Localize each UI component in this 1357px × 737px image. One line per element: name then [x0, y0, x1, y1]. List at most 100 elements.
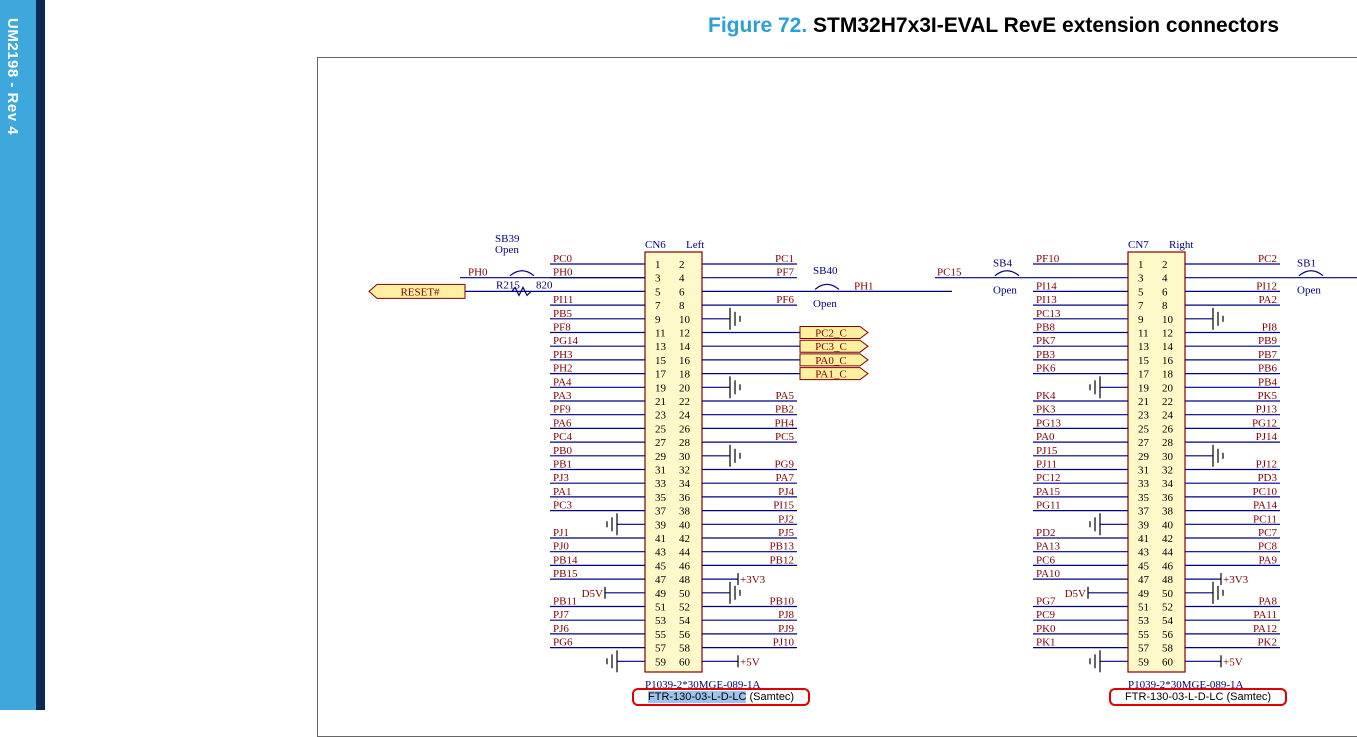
cn7-signal-label: PA10	[1036, 568, 1061, 580]
cn6-pin-number: 28	[679, 437, 691, 449]
cn6-signal-label: PB13	[770, 541, 795, 553]
cn7-pin-number: 48	[1162, 574, 1174, 586]
figure-title: Figure 72. STM32H7x3I-EVAL RevE extensio…	[708, 14, 1279, 38]
cn7-pin-number: 8	[1162, 300, 1168, 312]
cn7-pin-number: 20	[1162, 382, 1174, 394]
cn7-signal-label: PC11	[1253, 513, 1277, 525]
cn7-pin-number: 19	[1138, 382, 1150, 394]
analog-3-flag	[799, 367, 869, 381]
cn7-signal-label: PC12	[1036, 472, 1060, 484]
cn6-pin-number: 20	[679, 382, 691, 394]
cn7-signal-label: PI13	[1036, 294, 1057, 306]
cn7-signal-label: PB9	[1258, 335, 1277, 347]
cn6-pin-number: 48	[679, 574, 691, 586]
cn7-pin-number: 57	[1138, 643, 1150, 655]
cn6-pin-number: 46	[679, 560, 691, 572]
cn7-pin-number: 13	[1138, 341, 1150, 353]
cn6-pin-number: 16	[679, 355, 691, 367]
analog-2-label: PA0_C	[815, 355, 846, 367]
cn6-pin-number: 4	[679, 273, 685, 285]
cn7-3v3-label: +3V3	[1223, 574, 1249, 586]
cn6-ph0-label: PH0	[468, 267, 488, 279]
cn6-signal-label: PJ6	[553, 623, 569, 635]
cn7-signal-label: PG7	[1036, 596, 1056, 608]
analog-1-flag	[799, 339, 869, 353]
cn6-pin-number: 43	[655, 547, 667, 559]
cn6-signal-label: PJ4	[778, 486, 794, 498]
cn7-ref: CN7	[1128, 239, 1149, 251]
cn7-5v-label: +5V	[1223, 656, 1243, 668]
cn7-pin-number: 17	[1138, 369, 1150, 381]
cn6-pin-number: 33	[655, 478, 667, 490]
sb39-bridge	[509, 270, 535, 277]
cn6-pin-number: 41	[655, 533, 666, 545]
cn6-signal-label: PB2	[775, 404, 794, 416]
cn6-pin-number: 24	[679, 410, 691, 422]
cn7-pin-number: 47	[1138, 574, 1150, 586]
cn7-pin-number: 23	[1138, 410, 1150, 422]
figure-number: Figure 72.	[708, 14, 808, 37]
cn6-signal-label: PJ7	[553, 609, 569, 621]
cn7-pin-number: 29	[1138, 451, 1150, 463]
cn6-signal-label: PB5	[553, 308, 572, 320]
cn7-part-suffix: (Samtec)	[1223, 691, 1272, 703]
document-revision-label: UM2198 - Rev 4	[4, 18, 21, 136]
r215-name: R215	[496, 279, 520, 291]
cn6-signal-label: PB14	[553, 554, 578, 566]
cn7-signal-label: PK4	[1036, 390, 1056, 402]
cn6-pin-number: 37	[655, 506, 667, 518]
sidebar-band: UM2198 - Rev 4	[0, 0, 36, 710]
cn6-pin-number: 3	[655, 273, 661, 285]
cn7-pin-number: 1	[1138, 259, 1144, 271]
sb39-name: SB39	[495, 233, 520, 245]
cn6-signal-label: PF7	[776, 267, 794, 279]
cn6-pin-number: 51	[655, 602, 666, 614]
r215-resistor	[511, 286, 532, 297]
cn7-pin-number: 39	[1138, 519, 1150, 531]
cn6-pin-number: 39	[655, 519, 667, 531]
cn6-pin-number: 17	[655, 369, 667, 381]
cn6-signal-label: PH0	[553, 267, 573, 279]
cn6-part-suffix: (Samtec)	[746, 691, 795, 703]
cn7-signal-label: PI12	[1256, 280, 1277, 292]
cn6-signal-label: PC1	[775, 253, 794, 265]
cn7-pin-number: 59	[1138, 656, 1150, 668]
sb40-name: SB40	[813, 265, 838, 277]
cn7-pin-number: 33	[1138, 478, 1150, 490]
cn7-pin-number: 31	[1138, 465, 1149, 477]
cn6-pin-number: 47	[655, 574, 667, 586]
cn7-pin-number: 15	[1138, 355, 1150, 367]
cn7-pin-number: 16	[1162, 355, 1174, 367]
cn6-signal-label: PG14	[553, 335, 579, 347]
cn6-pin-number: 35	[655, 492, 667, 504]
cn6-signal-label: PJ9	[778, 623, 794, 635]
cn7-pin-number: 36	[1162, 492, 1174, 504]
cn6-body	[644, 251, 703, 673]
cn6-pin-number: 59	[655, 656, 667, 668]
cn7-pin-number: 40	[1162, 519, 1174, 531]
sb40-state: Open	[813, 298, 837, 310]
cn6-pin-number: 29	[655, 451, 667, 463]
cn6-pin-number: 57	[655, 643, 667, 655]
cn7-pin-number: 49	[1138, 588, 1150, 600]
analog-3-label: PA1_C	[815, 369, 846, 381]
cn6-5v-label: +5V	[740, 656, 760, 668]
cn7-part-main: FTR-130-03-L-D-LC	[1125, 691, 1224, 703]
cn7-signal-label: PI8	[1262, 322, 1278, 334]
cn6-pin-number: 11	[655, 328, 666, 340]
cn7-signal-label: PA12	[1253, 623, 1277, 635]
cn6-pin-number: 27	[655, 437, 667, 449]
cn6-signal-label: PJ1	[553, 527, 569, 539]
cn6-signal-label: PB0	[553, 445, 572, 457]
sb40-bridge	[814, 283, 840, 290]
cn7-pin-number: 42	[1162, 533, 1173, 545]
cn6-signal-label: PH3	[553, 349, 573, 361]
cn7-signal-label: PB6	[1258, 363, 1277, 375]
cn6-signal-label: PF8	[553, 322, 571, 334]
cn6-signal-label: PB11	[553, 596, 577, 608]
cn6-part-main: FTR-130-03-L-D-LC	[648, 691, 747, 703]
cn6-signal-label: PA6	[553, 417, 572, 429]
cn6-pin-number: 15	[655, 355, 667, 367]
cn6-pin-number: 6	[679, 286, 685, 298]
cn6-pin-number: 10	[679, 314, 691, 326]
